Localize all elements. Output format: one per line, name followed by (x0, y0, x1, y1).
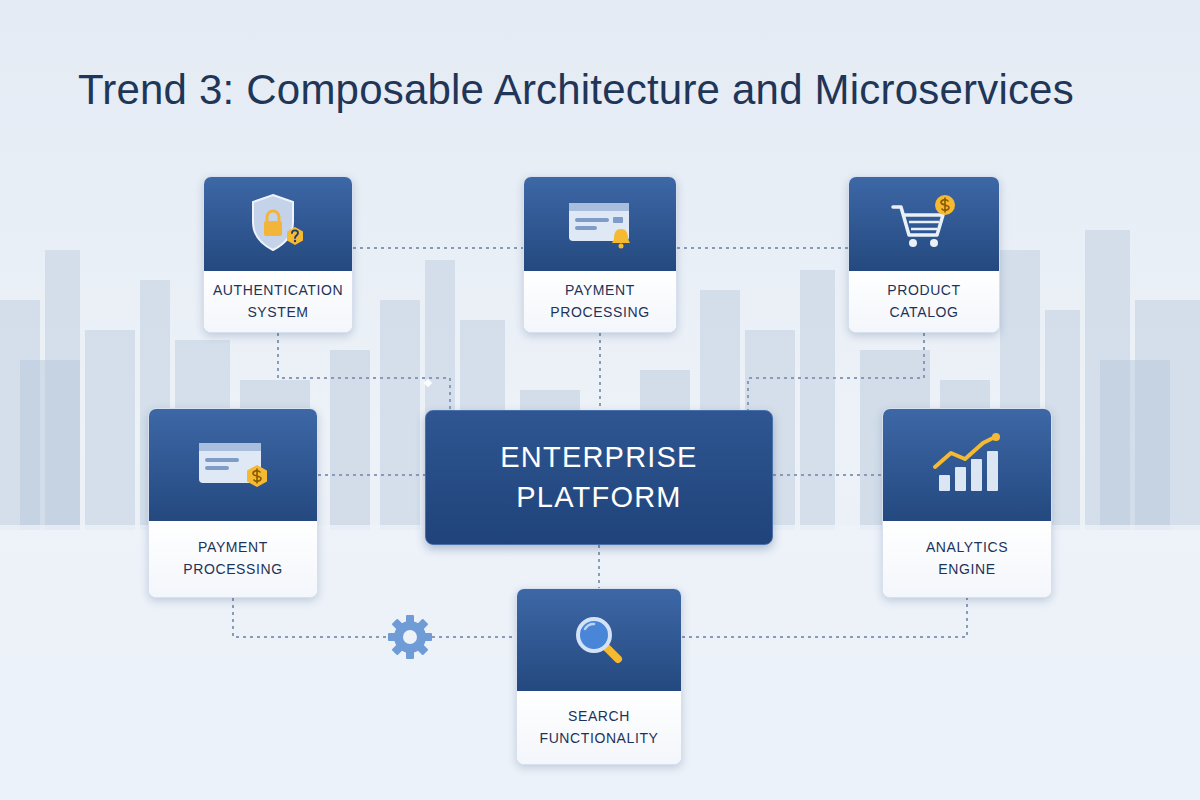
dashed-connector (278, 333, 450, 410)
service-label: SEARCH FUNCTIONALITY (531, 706, 667, 749)
label-area: AUTHENTICATION SYSTEM (204, 271, 352, 332)
junction-dot (424, 379, 432, 387)
dashed-connector (748, 333, 924, 410)
icon-panel (524, 177, 676, 271)
service-card: PAYMENT PROCESSING (523, 176, 677, 333)
service-card: ANALYTICS ENGINE (882, 408, 1052, 598)
dashed-connector (682, 598, 967, 637)
dashed-connector (318, 474, 425, 476)
label-area: SEARCH FUNCTIONALITY (517, 691, 681, 764)
magnifier-icon (554, 602, 644, 678)
service-card: PAYMENT PROCESSING (148, 408, 318, 598)
platform-label: ENTERPRISE PLATFORM (450, 438, 748, 516)
platform-box: ENTERPRISE PLATFORM (425, 410, 773, 545)
dashed-connector (677, 247, 848, 249)
dashed-connector (599, 333, 601, 410)
label-area: ANALYTICS ENGINE (883, 521, 1051, 597)
service-card: AUTHENTICATION SYSTEM (203, 176, 353, 333)
shield-lock-icon (233, 189, 323, 259)
title: Trend 3: Composable Architecture and Mic… (78, 66, 1074, 114)
icon-panel (149, 409, 317, 521)
label-area: PAYMENT PROCESSING (149, 521, 317, 597)
chart-icon (917, 427, 1017, 503)
service-card: SEARCH FUNCTIONALITY (516, 588, 682, 765)
gear-icon (388, 615, 432, 659)
icon-panel (204, 177, 352, 271)
icon-panel (849, 177, 999, 271)
dashed-connector (353, 247, 523, 249)
card-coin-icon (183, 427, 283, 503)
label-area: PAYMENT PROCESSING (524, 271, 676, 332)
service-label: PAYMENT PROCESSING (538, 280, 662, 323)
skyline (0, 230, 1200, 530)
dashed-connector (598, 545, 600, 588)
cart-icon (879, 189, 969, 259)
service-label: ANALYTICS ENGINE (897, 537, 1037, 580)
card-alert-icon (555, 189, 645, 259)
service-label: AUTHENTICATION SYSTEM (213, 280, 343, 323)
icon-panel (517, 589, 681, 691)
label-area: PRODUCT CATALOG (849, 271, 999, 332)
service-label: PAYMENT PROCESSING (163, 537, 303, 580)
dashed-connector (773, 474, 882, 476)
service-label: PRODUCT CATALOG (863, 280, 985, 323)
service-card: PRODUCT CATALOG (848, 176, 1000, 333)
icon-panel (883, 409, 1051, 521)
dashed-connector (233, 598, 516, 637)
